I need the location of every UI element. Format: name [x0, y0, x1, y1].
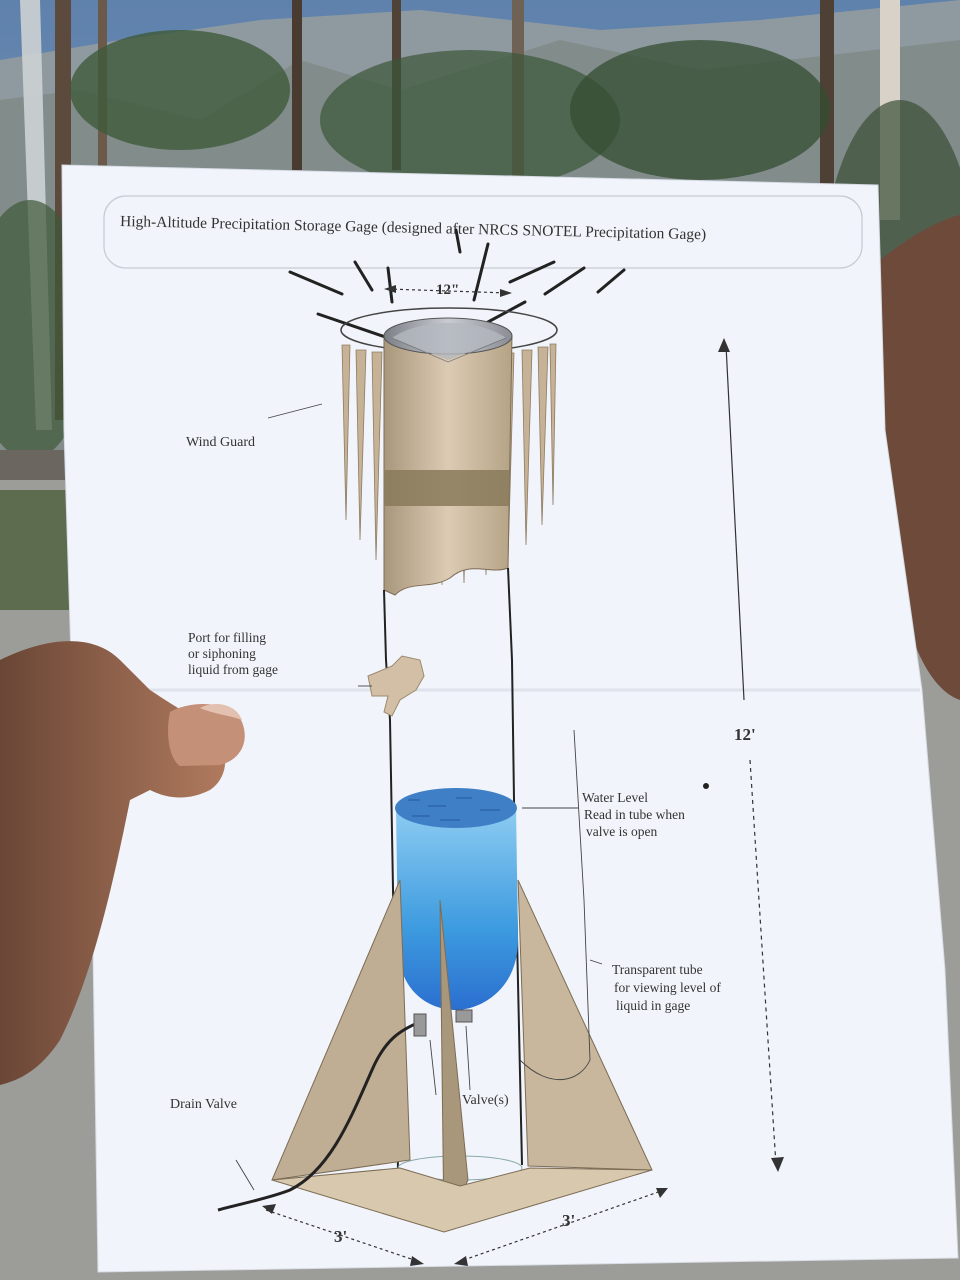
drain-valve-hose [217, 1020, 421, 1212]
gage-collector [383, 317, 513, 596]
left-hand [0, 641, 245, 1085]
top-diameter-label: 12" [436, 282, 459, 298]
water-level-line1: Water Level [582, 790, 648, 805]
tube-label-line1: Transparent tube [612, 962, 703, 977]
height-dimension [718, 338, 784, 1172]
base-dimensions [265, 1189, 665, 1263]
base-stand [271, 879, 653, 1233]
water-level-line2: Read in tube when [584, 807, 685, 822]
port-label: Port for filling or siphoning liquid fro… [188, 630, 278, 677]
water-level-line3: valve is open [586, 824, 657, 839]
paper-sheet [61, 164, 959, 1273]
port-label-line2: or siphoning [188, 646, 256, 661]
top-dimension [384, 285, 512, 297]
height-label: 12' [734, 725, 756, 744]
tube-label-line2: for viewing level of [614, 980, 721, 995]
transparent-tube-label: Transparent tube for viewing level of li… [612, 962, 721, 1013]
base-left-label: 3' [334, 1227, 347, 1246]
port-label-line3: liquid from gage [188, 662, 278, 677]
leader-lines [235, 403, 603, 1191]
tube-label-line3: liquid in gage [616, 998, 690, 1013]
base-right-label: 3' [562, 1211, 575, 1230]
wind-guard-label: Wind Guard [186, 435, 255, 450]
water-level-label: Water Level Read in tube when valve is o… [582, 790, 685, 839]
drain-valve-label: Drain Valve [170, 1097, 237, 1112]
port-fitting [367, 655, 425, 717]
valves-label: Valve(s) [462, 1093, 509, 1108]
port-label-line1: Port for filling [188, 630, 266, 645]
water-reservoir [395, 788, 518, 1010]
